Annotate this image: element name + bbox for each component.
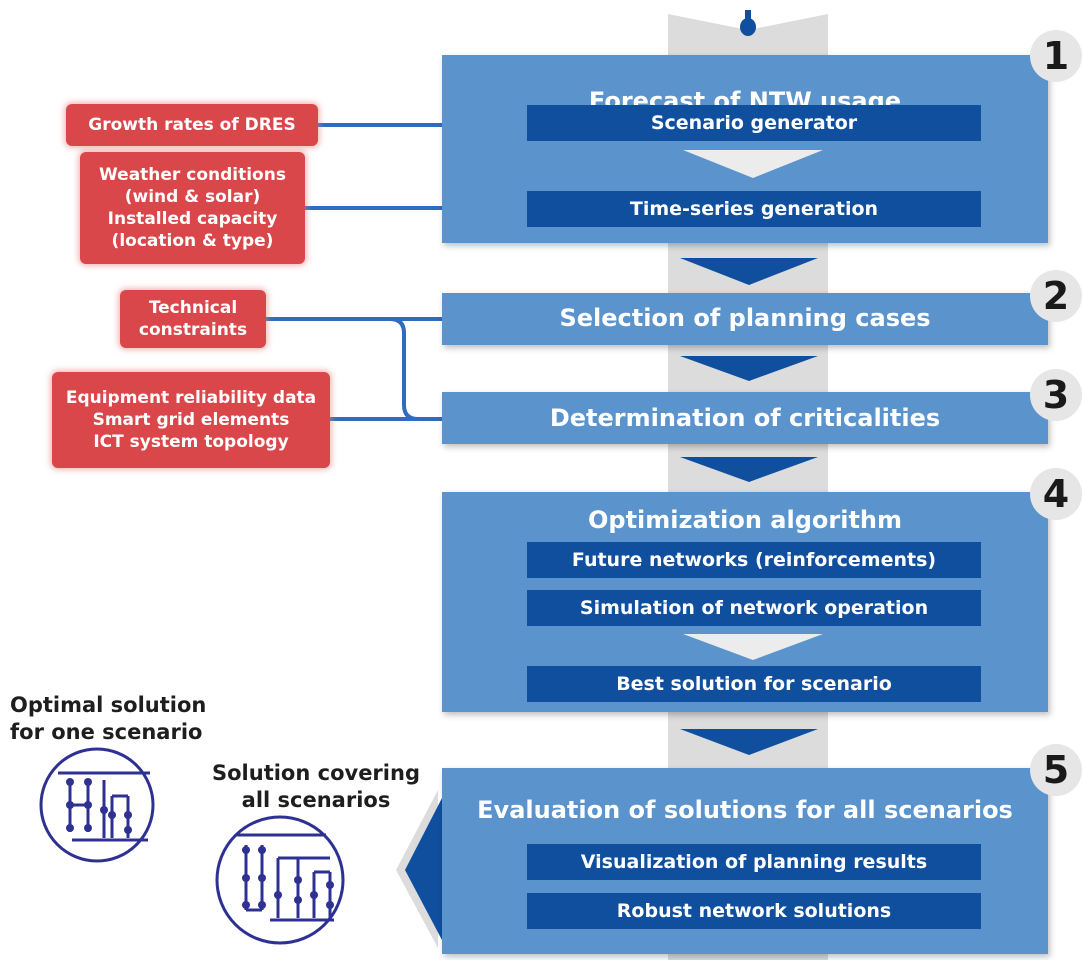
scenario-generator-box: Scenario generator [527,105,981,141]
caption-optimal-line-1: Optimal solution [10,693,207,717]
caption-covering-line-1: Solution covering [212,761,420,785]
down-arrow-2-3 [680,356,818,381]
network-icon-covering [215,815,345,945]
top-dot-stem [745,10,751,20]
input-weather-line-3: Installed capacity [107,209,278,229]
down-arrow-4-5 [680,729,818,755]
top-dot-icon [740,18,756,36]
panel-step-4: Optimization algorithm Future networks (… [442,492,1048,712]
best-solution-box: Best solution for scenario [527,666,981,702]
simulation-box: Simulation of network operation [527,590,981,626]
step-3-title: Determination of criticalities [549,404,941,432]
panel-step-3: Determination of criticalities [442,392,1048,444]
input-weather-line-2: (wind & solar) [124,187,261,207]
step-5-title: Evaluation of solutions for all scenario… [477,796,1013,824]
caption-optimal-line-2: for one scenario [10,720,203,744]
output-arrow [405,798,442,940]
network-icon-optimal [39,747,155,863]
input-reliability: Equipment reliability data Smart grid el… [52,372,330,468]
future-networks-box: Future networks (reinforcements) [527,542,981,578]
input-reliability-line-2: Smart grid elements [92,410,290,430]
input-technical-line-1: Technical [148,298,238,318]
step-badge-4: 4 [1030,468,1082,520]
down-arrow-1-2 [680,258,818,285]
input-growth-rates-label: Growth rates of DRES [88,115,296,135]
input-technical-constraints: Technical constraints [120,290,266,348]
panel-step-2: Selection of planning cases [442,293,1048,345]
input-reliability-line-3: ICT system topology [93,432,289,452]
panel-step-1: Forecast of NTW usage Scenario generator… [442,55,1048,243]
down-arrow-3-4 [680,457,818,482]
input-reliability-line-1: Equipment reliability data [65,388,317,408]
input-weather-line-1: Weather conditions [99,165,286,185]
input-weather: Weather conditions (wind & solar) Instal… [80,152,305,264]
input-growth-rates: Growth rates of DRES [66,104,318,146]
step-badge-5: 5 [1030,744,1082,796]
step-4-title: Optimization algorithm [587,506,903,534]
robust-solutions-box: Robust network solutions [527,893,981,929]
panel-step-5: Evaluation of solutions for all scenario… [442,768,1048,954]
step-2-title: Selection of planning cases [559,304,931,332]
caption-covering-line-2: all scenarios [241,788,391,812]
inner-arrow-4 [683,634,823,660]
caption-covering: Solution covering all scenarios [212,760,420,814]
step-badge-1: 1 [1030,30,1082,82]
time-series-box: Time-series generation [527,191,981,227]
input-weather-line-4: (location & type) [111,231,274,251]
input-technical-line-2: constraints [138,320,248,340]
step-badge-3: 3 [1030,369,1082,421]
inner-arrow-1 [683,150,823,178]
caption-optimal: Optimal solution for one scenario [10,692,206,746]
step-badge-2: 2 [1030,270,1082,322]
visualization-box: Visualization of planning results [527,844,981,880]
